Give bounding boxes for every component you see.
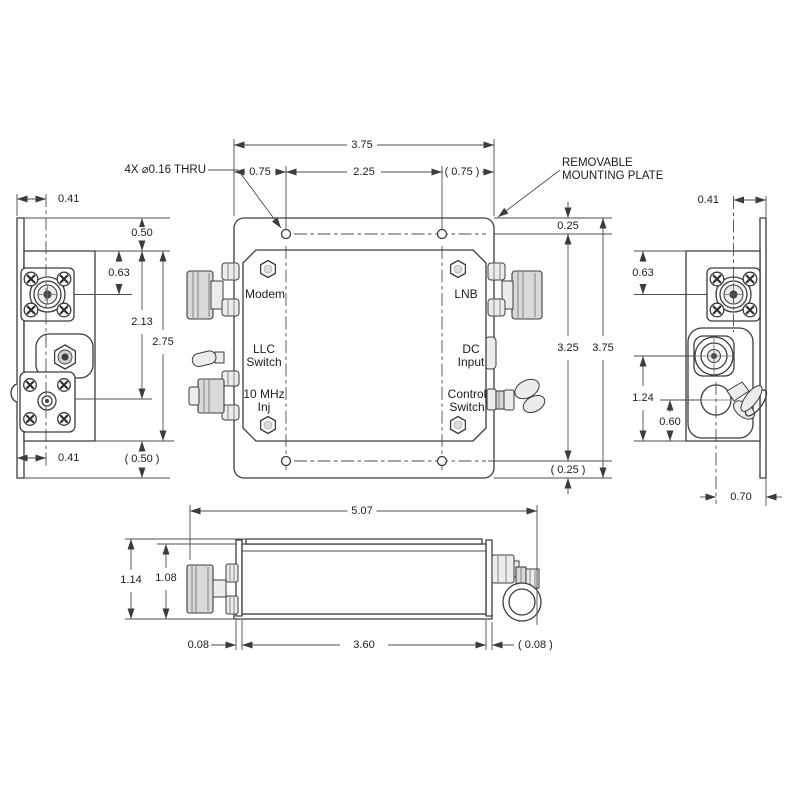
dim-dc-offset: 1.24: [632, 392, 653, 404]
front-right-dimensions: 0.25 3.25 ( 0.25 ) 3.75: [488, 202, 618, 494]
right-view-dimensions: 0.41 0.63 1.24 0.60 0.70: [628, 194, 782, 506]
flange-screws: [23, 271, 72, 318]
lnb-connector-side: [487, 262, 543, 320]
label-modem: Modem: [245, 287, 285, 301]
label-inj-1: 10 MHz: [243, 387, 284, 401]
dim-hole-row-spacing: 3.25: [557, 342, 578, 354]
plate-edge: [16, 217, 25, 479]
mounting-holes: [280, 228, 486, 470]
sma-connector-face: [19, 371, 76, 433]
face-screws: [259, 259, 467, 435]
dim-conn-depth: 0.41: [698, 194, 719, 206]
llc-switch-toggle: [191, 350, 225, 368]
plate-edge: [759, 217, 767, 479]
front-view: Modem LNB LLC Switch DC Input 10 MHz Inj…: [125, 139, 664, 494]
dim-n-offset: 0.63: [632, 267, 653, 279]
n-connector-face: [20, 267, 75, 322]
left-view-dimensions: 0.41 0.50 0.63 2.13 2.75 0.41: [16, 193, 178, 479]
dim-length: 5.07: [351, 505, 372, 517]
right-side-view: 0.41 0.63 1.24 0.60 0.70: [628, 194, 782, 506]
front-face-cover: [242, 249, 487, 442]
port-labels: Modem LNB LLC Switch DC Input 10 MHz Inj…: [243, 287, 486, 414]
mhz-connector-side: [188, 370, 240, 421]
dim-top-gap: 0.50: [131, 227, 152, 239]
dim-n-offset: 0.63: [108, 267, 129, 279]
dim-switch-depth: 0.70: [730, 491, 751, 503]
n-connector-profile: [186, 563, 239, 615]
dim-cap-right: ( 0.08 ): [518, 639, 553, 651]
dim-sma-offset: 2.13: [131, 316, 152, 328]
dim-hole-offset-right: ( 0.75 ): [445, 166, 480, 178]
dim-cap-left: 0.08: [188, 639, 209, 651]
dim-bottom-margin: ( 0.25 ): [551, 464, 586, 476]
dim-height-total: 1.14: [120, 574, 141, 586]
dim-bottom-gap: ( 0.50 ): [125, 453, 160, 465]
left-side-view: 0.41 0.50 0.63 2.13 2.75 0.41: [10, 193, 178, 479]
dim-switch-offset: 0.60: [659, 416, 680, 428]
dim-body-height: 2.75: [152, 336, 173, 348]
dim-body-length: 3.60: [353, 639, 374, 651]
plate-screw-bump: [10, 383, 18, 403]
dim-conn-depth-bottom: 0.41: [58, 452, 79, 464]
callout-holes: 4X ⌀0.16 THRU: [125, 164, 207, 176]
control-switch-face: [700, 381, 768, 420]
label-ctl-2: Switch: [449, 400, 484, 414]
dim-top-margin: 0.25: [557, 220, 578, 232]
dim-conn-depth-top: 0.41: [58, 193, 79, 205]
label-lnb: LNB: [454, 287, 477, 301]
dim-overall-width: 3.75: [351, 139, 372, 151]
plate-strip: [233, 613, 493, 620]
dim-height-body: 1.08: [155, 572, 176, 584]
modem-connector-side: [186, 262, 240, 320]
label-llc-1: LLC: [253, 342, 275, 356]
dim-hole-spacing: 2.25: [353, 166, 374, 178]
callout-plate-2: MOUNTING PLATE: [562, 170, 664, 182]
toggle-switch-face: [53, 344, 77, 370]
callouts: 4X ⌀0.16 THRU REMOVABLE MOUNTING PLATE: [125, 157, 664, 229]
switch-dc-profile: [491, 554, 542, 622]
callout-plate-1: REMOVABLE: [562, 157, 633, 169]
lid-strip: [245, 538, 483, 545]
end-cap-right: [485, 539, 493, 617]
dc-connector-face: [693, 335, 735, 377]
label-inj-2: Inj: [258, 400, 271, 414]
bottom-view-dimensions: 5.07 1.14 1.08 0.08 3.60 ( 0.08 ): [116, 505, 553, 651]
label-ctl-1: Control: [448, 387, 487, 401]
bottom-view: 5.07 1.14 1.08 0.08 3.60 ( 0.08 ): [116, 505, 553, 651]
label-dc-1: DC: [462, 342, 480, 356]
front-top-dimensions: 3.75 0.75 2.25 ( 0.75 ): [233, 139, 495, 229]
control-switch-side: [486, 378, 546, 414]
connector-pocket: [687, 327, 754, 439]
label-llc-2: Switch: [246, 355, 281, 369]
dim-hole-offset-left: 0.75: [249, 166, 270, 178]
dim-overall-height: 3.75: [592, 342, 613, 354]
body-extrusion: [241, 543, 487, 615]
label-dc-2: Input: [458, 355, 485, 369]
